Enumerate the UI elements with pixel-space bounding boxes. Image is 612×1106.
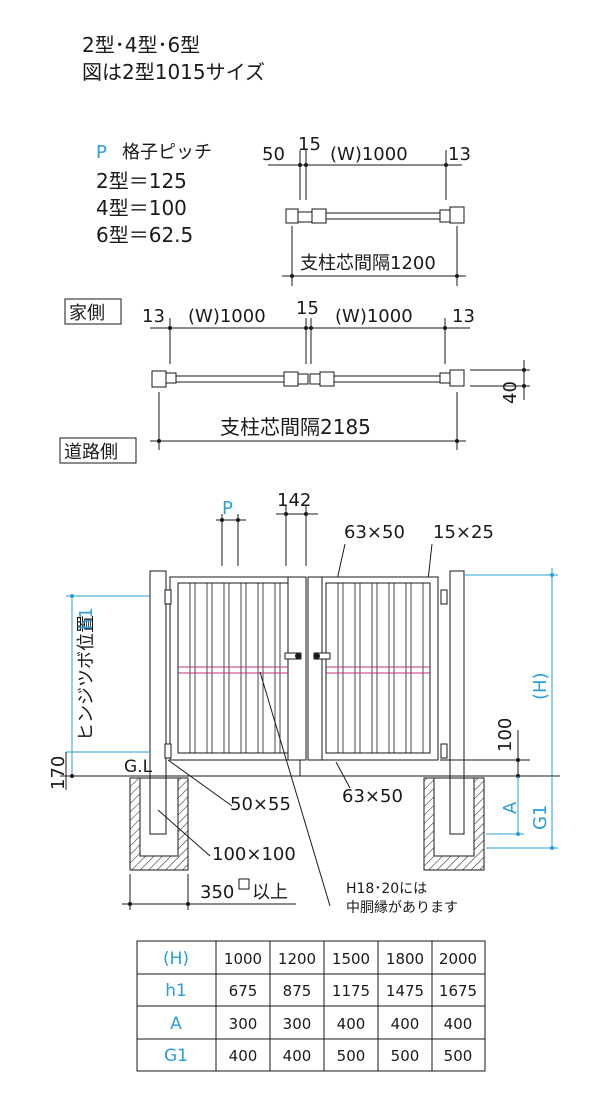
dim-15x25: 15×25 bbox=[433, 522, 494, 543]
table-cell: 400 bbox=[444, 1015, 473, 1033]
left-leaf-slats bbox=[189, 583, 281, 753]
pitch-type6: 6型＝62.5 bbox=[96, 223, 193, 247]
header-subtitle: 図は2型1015サイズ bbox=[82, 60, 265, 84]
dim-w-right: (W)1000 bbox=[335, 306, 413, 327]
table-cell: 300 bbox=[229, 1015, 258, 1033]
table-cell: 500 bbox=[337, 1047, 366, 1065]
dim-15: 15 bbox=[298, 134, 321, 155]
table-cell: 400 bbox=[337, 1015, 366, 1033]
note-line1: H18･20には bbox=[346, 881, 427, 897]
table-cell: 875 bbox=[283, 982, 312, 1000]
dim-h: (H) bbox=[530, 672, 551, 700]
table-row-h1-label: h1 bbox=[165, 981, 187, 1001]
dim-13-left: 13 bbox=[142, 306, 165, 327]
table-cell: 500 bbox=[444, 1047, 473, 1065]
table-header-2000: 2000 bbox=[439, 950, 477, 968]
dim-13-right: 13 bbox=[452, 306, 475, 327]
table-header-1200: 1200 bbox=[278, 950, 316, 968]
table-header-h: (H) bbox=[163, 949, 189, 969]
dim-170: 170 bbox=[48, 756, 69, 790]
dim-63x50-bottom: 63×50 bbox=[342, 786, 403, 807]
dim-w-left: (W)1000 bbox=[188, 306, 266, 327]
pitch-type2: 2型＝125 bbox=[96, 169, 187, 193]
dim-13: 13 bbox=[448, 144, 471, 165]
dim-a: A bbox=[500, 801, 521, 814]
plan-single-gate: 50 15 (W)1000 13 支柱芯間隔1200 bbox=[262, 134, 471, 286]
house-side-label: 家側 bbox=[69, 303, 105, 324]
size-table: (H) 1000 1200 1500 1800 2000 h1 675 875 … bbox=[136, 940, 486, 1072]
table-cell: 500 bbox=[391, 1047, 420, 1065]
table-cell: 400 bbox=[391, 1015, 420, 1033]
gl-label: G.L bbox=[124, 757, 153, 777]
table-cell: 675 bbox=[229, 982, 258, 1000]
dim-100x100: 100×100 bbox=[212, 844, 296, 865]
elev-p-label: P bbox=[222, 498, 233, 519]
elevation-view: P 142 63×50 15×25 bbox=[48, 490, 560, 916]
dim-142: 142 bbox=[277, 490, 311, 511]
dim-63x50-top: 63×50 bbox=[344, 522, 405, 543]
table-header-1000: 1000 bbox=[224, 950, 262, 968]
table-row-g1-label: G1 bbox=[164, 1046, 188, 1066]
post-spacing-1200: 支柱芯間隔1200 bbox=[300, 253, 436, 274]
table-header-1800: 1800 bbox=[386, 950, 424, 968]
table-header-1500: 1500 bbox=[332, 950, 370, 968]
dim-g1: G1 bbox=[530, 805, 551, 830]
table-cell: 1175 bbox=[332, 982, 370, 1000]
note-line2: 中胴縁があります bbox=[346, 900, 458, 916]
post-spacing-2185: 支柱芯間隔2185 bbox=[220, 415, 371, 439]
dim-100: 100 bbox=[495, 718, 516, 752]
pitch-label: 格子ピッチ bbox=[122, 142, 212, 163]
table-cell: 400 bbox=[283, 1047, 312, 1065]
pitch-type4: 4型＝100 bbox=[96, 196, 187, 220]
dim-50: 50 bbox=[262, 144, 285, 165]
table-cell: 400 bbox=[229, 1047, 258, 1065]
road-side-label: 道路側 bbox=[64, 442, 118, 463]
dim-w: (W)1000 bbox=[330, 144, 408, 165]
dim-15-center: 15 bbox=[296, 298, 319, 319]
header-title: 2型･4型･6型 bbox=[82, 33, 200, 57]
dim-50x55: 50×55 bbox=[230, 794, 291, 815]
right-leaf-slats bbox=[337, 583, 424, 753]
hinge-position-label: ヒンジツボ位置 bbox=[76, 615, 97, 741]
table-cell: 1475 bbox=[386, 982, 424, 1000]
plan-double-gate: 家側 13 (W)1000 15 (W)1000 13 40 bbox=[59, 298, 530, 464]
pitch-p-label: P bbox=[96, 142, 107, 163]
dim-40: 40 bbox=[500, 381, 521, 404]
dim-350: 350 bbox=[200, 882, 234, 903]
table-cell: 1675 bbox=[439, 982, 477, 1000]
table-cell: 300 bbox=[283, 1015, 312, 1033]
dim-350-suffix: 以上 bbox=[252, 882, 288, 903]
table-row-a-label: A bbox=[170, 1014, 182, 1034]
hinge-h1-label: h1 bbox=[76, 607, 97, 630]
